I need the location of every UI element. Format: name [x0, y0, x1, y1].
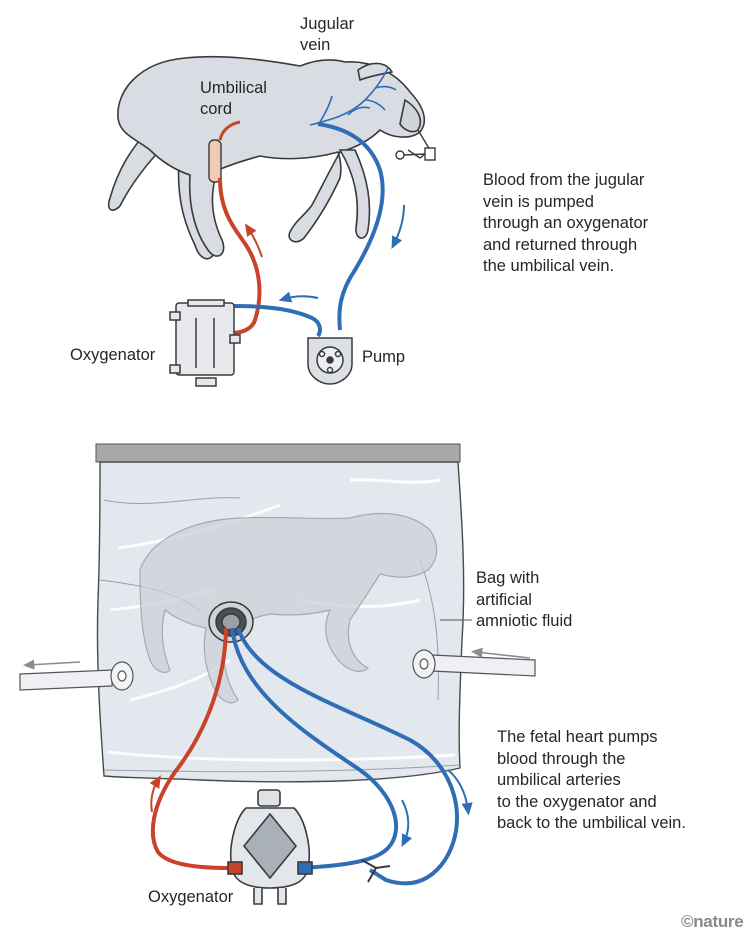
nature-credit: ©nature — [681, 912, 744, 931]
bag-port-left — [19, 661, 134, 691]
blue-flow-arrow-bottom-2 — [447, 769, 473, 816]
oxygenator-label-bottom: Oxygenator — [148, 888, 234, 906]
pump-device — [307, 337, 353, 385]
oxygenator-device-top — [169, 299, 241, 387]
lamb-illustration — [107, 55, 426, 260]
endotracheal-tube — [395, 129, 436, 161]
oxygenator-device-bottom — [227, 789, 313, 905]
blue-tube-oxy-pump — [231, 304, 322, 338]
bottom-panel — [19, 443, 536, 905]
red-flow-arrow-bottom — [149, 775, 161, 813]
jugular-vein-label: Jugular vein — [300, 15, 355, 54]
y-connector — [361, 859, 391, 883]
umbilical-port — [208, 601, 254, 643]
oxygenator-label-top: Oxygenator — [70, 346, 156, 364]
umbilical-cord-label: Umbilical cord — [200, 79, 267, 118]
bag-port-right — [412, 649, 536, 679]
top-caption: Blood from the jugular vein is pumped th… — [483, 171, 649, 275]
jugular-vein-drawing — [309, 67, 397, 126]
bag-label: Bag with artificial amniotic fluid — [476, 569, 573, 630]
blue-tube-top — [317, 122, 385, 331]
bottom-caption: The fetal heart pumps blood through the … — [497, 728, 686, 832]
blue-flow-arrow-left — [278, 291, 319, 303]
pump-label: Pump — [362, 348, 406, 366]
red-flow-arrow-top — [244, 223, 263, 258]
red-tube-bottom — [150, 627, 229, 870]
blue-flow-arrow-right — [391, 204, 405, 250]
inflow-arrow-right — [470, 647, 531, 659]
lamb-in-bag — [139, 512, 438, 704]
outflow-arrow-left — [22, 659, 81, 670]
blue-tube-bottom-2 — [236, 627, 460, 886]
blue-flow-arrow-bottom-1 — [401, 799, 413, 848]
red-tube-top — [218, 177, 262, 335]
umbilical-cord-segment — [208, 139, 222, 183]
top-panel — [107, 55, 436, 387]
